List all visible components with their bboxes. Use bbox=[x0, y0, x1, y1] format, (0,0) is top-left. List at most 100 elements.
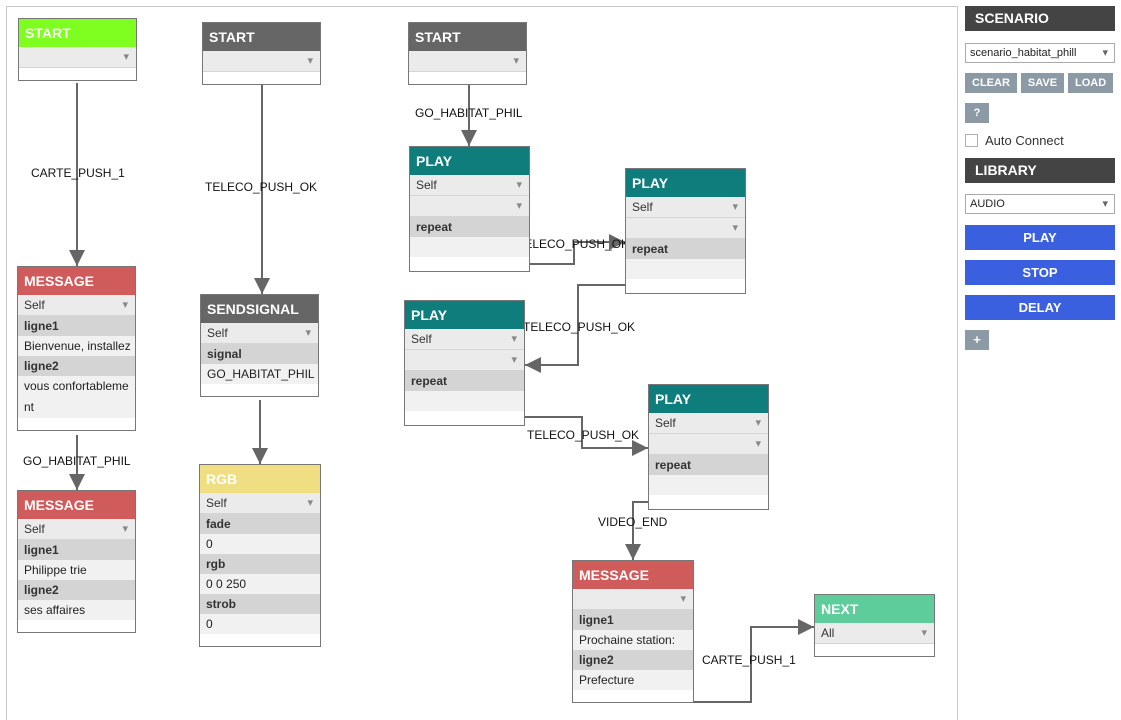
media-select[interactable] bbox=[405, 350, 524, 371]
clear-button[interactable]: CLEAR bbox=[965, 73, 1017, 93]
node-footer bbox=[405, 411, 524, 425]
field-label: repeat bbox=[410, 217, 529, 237]
field-label: fade bbox=[200, 514, 320, 534]
node-footer bbox=[18, 418, 135, 430]
field-value[interactable]: Prefecture bbox=[573, 670, 693, 690]
library-delay-button[interactable]: DELAY bbox=[965, 295, 1115, 320]
node-footer bbox=[18, 620, 135, 632]
wire-label: CARTE_PUSH_1 bbox=[31, 166, 125, 180]
start-node[interactable]: START bbox=[18, 18, 137, 81]
target-select[interactable]: Self bbox=[410, 175, 529, 196]
message-node[interactable]: MESSAGE Self ligne1 Bienvenue, installez… bbox=[17, 266, 136, 431]
play-node[interactable]: PLAY Self repeat bbox=[409, 146, 530, 272]
play-node[interactable]: PLAY Self repeat bbox=[404, 300, 525, 426]
field-value[interactable] bbox=[649, 475, 768, 495]
target-select[interactable] bbox=[19, 47, 136, 68]
next-node[interactable]: NEXT All bbox=[814, 594, 935, 657]
node-title[interactable]: PLAY bbox=[410, 147, 529, 175]
auto-connect-checkbox[interactable] bbox=[965, 134, 978, 147]
node-title[interactable]: MESSAGE bbox=[573, 561, 693, 589]
field-label: repeat bbox=[626, 239, 745, 259]
target-select[interactable]: Self bbox=[18, 519, 135, 540]
field-value[interactable]: Prochaine station: bbox=[573, 630, 693, 650]
library-stop-button[interactable]: STOP bbox=[965, 260, 1115, 285]
field-value[interactable] bbox=[405, 391, 524, 411]
target-select[interactable]: Self bbox=[626, 197, 745, 218]
node-title[interactable]: START bbox=[203, 23, 320, 51]
wire-label: CARTE_PUSH_1 bbox=[702, 653, 796, 667]
field-label: ligne2 bbox=[18, 580, 135, 600]
field-value[interactable]: vous confortablement bbox=[18, 376, 135, 418]
node-footer bbox=[19, 68, 136, 80]
target-select[interactable] bbox=[573, 589, 693, 610]
wire-message3-next bbox=[694, 619, 814, 703]
load-button[interactable]: LOAD bbox=[1068, 73, 1114, 93]
field-value[interactable]: Philippe trie bbox=[18, 560, 135, 580]
field-value[interactable]: 0 0 250 bbox=[200, 574, 320, 594]
node-title[interactable]: PLAY bbox=[626, 169, 745, 197]
sendsignal-node[interactable]: SENDSIGNAL Self signal GO_HABITAT_PHIL bbox=[200, 294, 319, 397]
library-play-button[interactable]: PLAY bbox=[965, 225, 1115, 250]
field-value[interactable]: Bienvenue, installez bbox=[18, 336, 135, 356]
target-select[interactable] bbox=[203, 51, 320, 72]
field-label: ligne2 bbox=[573, 650, 693, 670]
field-label: repeat bbox=[405, 371, 524, 391]
node-footer bbox=[200, 634, 320, 646]
scenario-select[interactable]: scenario_habitat_phill bbox=[965, 43, 1115, 63]
node-title[interactable]: SENDSIGNAL bbox=[201, 295, 318, 323]
node-footer bbox=[815, 644, 934, 656]
media-select[interactable] bbox=[410, 196, 529, 217]
message-node[interactable]: MESSAGE Self ligne1 Philippe trie ligne2… bbox=[17, 490, 136, 633]
target-select[interactable]: Self bbox=[405, 329, 524, 350]
library-select[interactable]: AUDIO bbox=[965, 194, 1115, 214]
media-select[interactable] bbox=[649, 434, 768, 455]
target-select[interactable]: Self bbox=[18, 295, 135, 316]
add-node-button[interactable]: + bbox=[965, 330, 989, 350]
node-title[interactable]: RGB bbox=[200, 465, 320, 493]
target-select[interactable] bbox=[409, 51, 526, 72]
node-footer bbox=[203, 72, 320, 84]
field-value[interactable]: GO_HABITAT_PHIL bbox=[201, 364, 318, 384]
field-value[interactable]: ses affaires bbox=[18, 600, 135, 620]
scenario-canvas[interactable]: CARTE_PUSH_1 GO_HABITAT_PHIL TELECO_PUSH… bbox=[6, 6, 958, 720]
field-value[interactable] bbox=[410, 237, 529, 257]
node-footer bbox=[626, 279, 745, 293]
field-value[interactable]: 0 bbox=[200, 534, 320, 554]
field-label: repeat bbox=[649, 455, 768, 475]
node-title[interactable]: NEXT bbox=[815, 595, 934, 623]
node-footer bbox=[409, 72, 526, 84]
sidebar: SCENARIO scenario_habitat_phill CLEAR SA… bbox=[965, 6, 1115, 350]
node-footer bbox=[410, 257, 529, 271]
target-select[interactable]: All bbox=[815, 623, 934, 644]
start-node[interactable]: START bbox=[408, 22, 527, 85]
auto-connect-row[interactable]: Auto Connect bbox=[965, 133, 1115, 148]
node-title[interactable]: START bbox=[19, 19, 136, 47]
field-label: signal bbox=[201, 344, 318, 364]
start-node[interactable]: START bbox=[202, 22, 321, 85]
play-node[interactable]: PLAY Self repeat bbox=[625, 168, 746, 294]
wire-label: TELECO_PUSH_OK bbox=[517, 237, 630, 251]
wire-play4-message3 bbox=[625, 501, 648, 560]
target-select[interactable]: Self bbox=[200, 493, 320, 514]
field-value[interactable] bbox=[626, 259, 745, 279]
wire-label: GO_HABITAT_PHIL bbox=[23, 454, 131, 468]
play-node[interactable]: PLAY Self repeat bbox=[648, 384, 769, 510]
message-node[interactable]: MESSAGE ligne1 Prochaine station: ligne2… bbox=[572, 560, 694, 703]
field-label: ligne2 bbox=[18, 356, 135, 376]
target-select[interactable]: Self bbox=[649, 413, 768, 434]
node-title[interactable]: MESSAGE bbox=[18, 267, 135, 295]
help-button[interactable]: ? bbox=[965, 103, 989, 123]
node-footer bbox=[649, 495, 768, 509]
node-title[interactable]: PLAY bbox=[649, 385, 768, 413]
wire-label: VIDEO_END bbox=[598, 515, 668, 529]
node-title[interactable]: PLAY bbox=[405, 301, 524, 329]
node-title[interactable]: START bbox=[409, 23, 526, 51]
field-value[interactable]: 0 bbox=[200, 614, 320, 634]
field-label: ligne1 bbox=[18, 540, 135, 560]
save-button[interactable]: SAVE bbox=[1020, 73, 1065, 93]
target-select[interactable]: Self bbox=[201, 323, 318, 344]
auto-connect-label: Auto Connect bbox=[985, 133, 1064, 148]
node-title[interactable]: MESSAGE bbox=[18, 491, 135, 519]
rgb-node[interactable]: RGB Self fade 0 rgb 0 0 250 strob 0 bbox=[199, 464, 321, 647]
media-select[interactable] bbox=[626, 218, 745, 239]
